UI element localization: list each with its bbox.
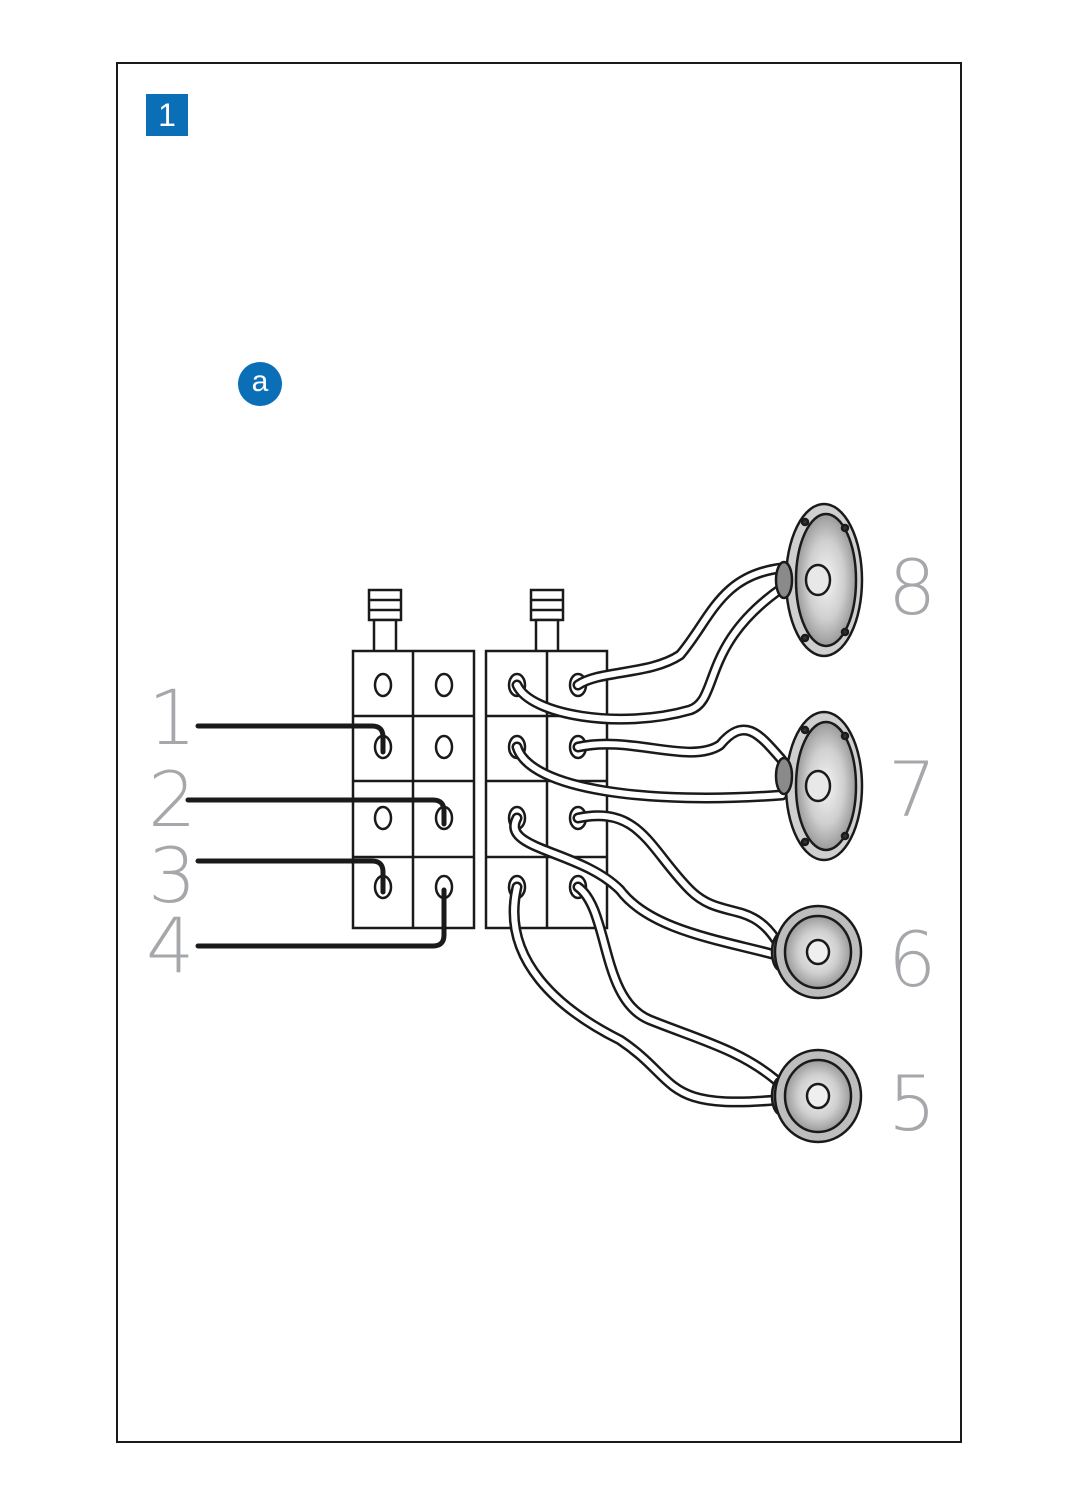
input-wires bbox=[185, 723, 447, 949]
input-label-3: 3 bbox=[148, 831, 197, 920]
round-speaker-5 bbox=[770, 1048, 863, 1144]
speaker-label-6: 6 bbox=[888, 915, 937, 1004]
input-wire-4 bbox=[195, 887, 447, 949]
input-wire-2 bbox=[185, 797, 447, 827]
input-label-1: 1 bbox=[148, 673, 197, 762]
round-speaker-6 bbox=[770, 904, 863, 1000]
figure-frame bbox=[116, 62, 962, 1443]
speaker-wires bbox=[508, 562, 788, 1108]
input-wire-1 bbox=[195, 723, 386, 755]
left-plug bbox=[367, 588, 403, 654]
oval-speaker-8 bbox=[774, 502, 864, 658]
sub-step-badge: a bbox=[238, 362, 282, 406]
oval-speaker-7 bbox=[774, 710, 864, 862]
speaker-label-8: 8 bbox=[888, 543, 937, 632]
speaker-label-5: 5 bbox=[888, 1059, 937, 1148]
right-plug bbox=[529, 588, 565, 654]
input-label-4: 4 bbox=[146, 901, 195, 990]
input-wire-3 bbox=[195, 858, 386, 895]
input-label-2: 2 bbox=[148, 755, 197, 844]
step-number-badge: 1 bbox=[146, 94, 188, 136]
input-terminal-block bbox=[351, 649, 476, 930]
speaker-label-7: 7 bbox=[888, 745, 937, 834]
